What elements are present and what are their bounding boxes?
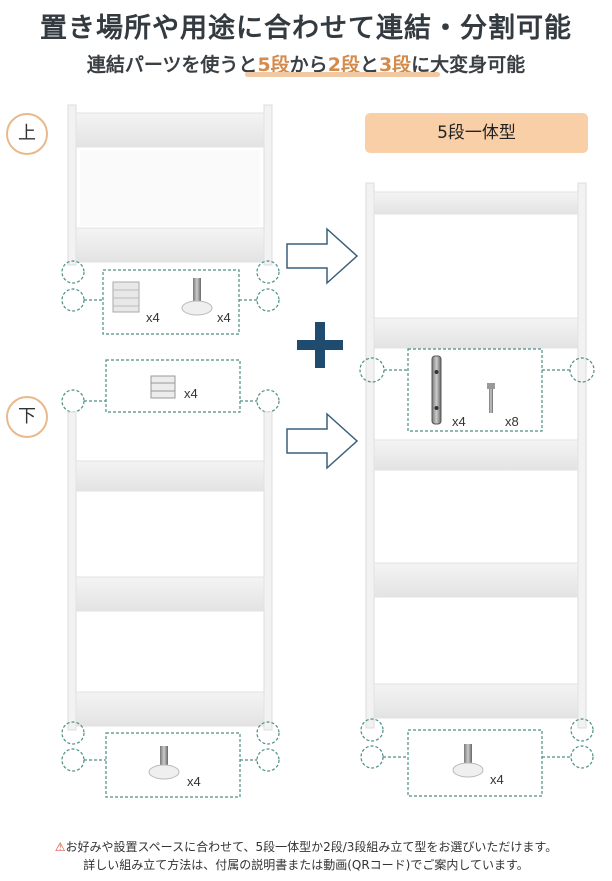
page-title: 置き場所や用途に合わせて連結・分割可能 <box>40 13 572 44</box>
right-arrow-icon <box>286 227 359 285</box>
leveling-foot-icon <box>181 278 213 316</box>
subtitle-underline <box>245 72 440 77</box>
subtitle-pre: 連結パーツを使うと <box>86 54 258 76</box>
upper-label: 上 <box>6 113 48 155</box>
note-line-2: 詳しい組み立て方法は、付属の説明書または動画(QRコード)でご案内しています。 <box>83 858 529 872</box>
subtitle-three-tier: 3段 <box>378 54 412 76</box>
joint-circle <box>256 389 280 413</box>
subtitle-from: から <box>289 54 328 76</box>
leveling-foot-icon <box>452 744 484 778</box>
plus-icon <box>315 322 325 368</box>
joint-circle <box>61 260 85 284</box>
screw-icon <box>487 383 495 413</box>
five-tier-label: 5段一体型 <box>365 113 588 153</box>
five-tier-shelf-unit <box>365 182 587 729</box>
joint-circle <box>61 288 85 312</box>
connector-qty: x4 <box>184 386 198 401</box>
lower-feet-box <box>105 732 241 798</box>
page-subtitle: 連結パーツを使うと5段から2段と3段に大変身可能 <box>0 50 612 77</box>
note-line-1: ⚠お好みや設置スペースに合わせて、5段一体型か2段/3段組み立て型をお選びいただ… <box>0 838 612 856</box>
upper-parts-box <box>102 269 240 335</box>
joint-bracket-icon <box>431 355 442 425</box>
subtitle-two-tier: 2段 <box>327 54 360 76</box>
warning-icon: ⚠ <box>54 840 66 854</box>
connector-parts-box <box>105 359 241 413</box>
subtitle-post: に大変身可能 <box>411 54 526 76</box>
right-foot-qty: x4 <box>490 772 504 787</box>
subtitle-and: と <box>359 54 379 76</box>
footer-notes: ⚠お好みや設置スペースに合わせて、5段一体型か2段/3段組み立て型をお選びいただ… <box>0 838 612 874</box>
joint-bracket-qty: x4 <box>452 414 466 429</box>
leveling-foot-icon <box>148 746 180 780</box>
right-arrow-icon <box>286 412 359 470</box>
upper-foot-cap-qty: x4 <box>146 310 160 325</box>
upper-shelf-unit <box>67 104 273 266</box>
connector-icon <box>150 375 176 399</box>
upper-foot-qty: x4 <box>217 310 231 325</box>
joint-parts-box <box>407 348 543 432</box>
joint-circle <box>256 260 280 284</box>
lower-label: 下 <box>6 396 48 438</box>
joint-circle <box>256 288 280 312</box>
joint-screw-qty: x8 <box>505 414 519 429</box>
foot-cap-icon <box>112 281 140 313</box>
note-line-1-text: お好みや設置スペースに合わせて、5段一体型か2段/3段組み立て型をお選びいただけ… <box>65 840 558 854</box>
subtitle-five-tier: 5段 <box>257 54 290 76</box>
lower-shelf-unit <box>67 411 273 731</box>
lower-foot-qty: x4 <box>187 774 201 789</box>
right-feet-box <box>407 729 543 797</box>
joint-circle <box>61 389 85 413</box>
